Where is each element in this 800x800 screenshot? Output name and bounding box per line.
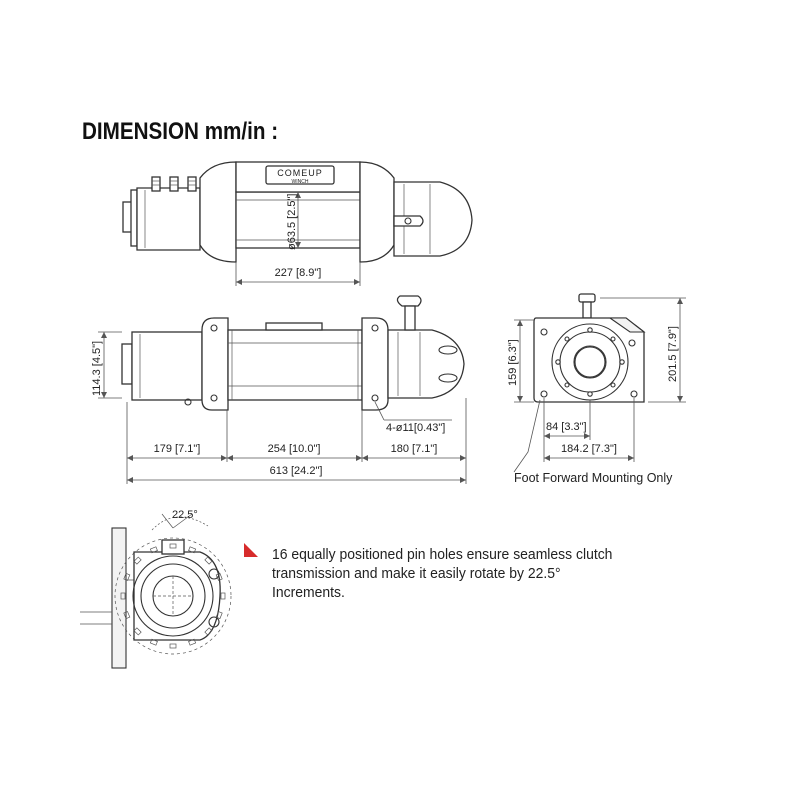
terminal-posts (151, 176, 197, 192)
pin-hole-marker (220, 592, 226, 600)
description-line-3: Increments. (272, 584, 345, 601)
bullet-marker-icon (244, 543, 258, 557)
pin-hole-marker (188, 638, 197, 646)
dim-drum-length: 227 [8.9"] (275, 267, 322, 279)
pin-hole-marker (204, 627, 213, 636)
pin-hole-marker (215, 611, 223, 620)
dim-overall-length: 613 [24.2"] (270, 465, 323, 477)
pin-hole-marker (169, 643, 177, 649)
pin-hole-marker (169, 543, 177, 549)
dim-mount-holes: 4-ø11[0.43"] (386, 422, 445, 434)
dim-bolt-spacing-short: 84 [3.3"] (546, 421, 587, 433)
description-line-2: transmission and make it easily rotate b… (272, 565, 561, 582)
pin-hole-marker (149, 546, 158, 554)
clutch-detail-view: 22.5° (80, 509, 232, 669)
dim-drum-diameter: ø63.5 [2.5"] (286, 194, 298, 251)
dim-side-height-inner: 159 [6.3"] (507, 339, 519, 386)
dim-height-left: 114.3 [4.5"] (91, 341, 103, 396)
dim-motor-length: 179 [7.1"] (154, 443, 201, 455)
pin-hole-marker (188, 546, 197, 554)
pin-hole-marker (204, 556, 213, 565)
pin-hole-marker (149, 638, 158, 646)
dim-rotation-angle: 22.5° (172, 509, 198, 521)
front-view: 114.3 [4.5"] 179 [7.1"] 254 [10.0"] 180 … (91, 295, 467, 484)
brand-subname: WINCH (292, 179, 309, 185)
pin-hole-marker (120, 592, 126, 600)
dim-bolt-spacing-long: 184.2 [7.3"] (561, 443, 617, 455)
pin-hole-marker (123, 572, 131, 581)
description-line-1: 16 equally positioned pin holes ensure s… (272, 546, 613, 563)
pin-hole-marker (215, 572, 223, 581)
dim-drum-section: 254 [10.0"] (268, 443, 321, 455)
mount-note: Foot Forward Mounting Only (514, 471, 673, 485)
pin-hole-marker (133, 627, 142, 636)
clutch-description: 16 equally positioned pin holes ensure s… (272, 545, 612, 602)
side-view: 159 [6.3"] 201.5 [7.9"] 84 [3.3"] 184.2 … (507, 293, 686, 485)
dim-side-height-outer: 201.5 [7.9"] (667, 326, 679, 382)
brand-name: COMEUP (277, 168, 323, 178)
pin-holes (120, 543, 226, 649)
top-view: COMEUP WINCH ø63.5 [2.5"] 227 [8.9"] (122, 161, 473, 286)
pin-hole-marker (123, 611, 131, 620)
dim-gear-section: 180 [7.1"] (391, 443, 438, 455)
page-title: DIMENSION mm/in : (82, 118, 279, 145)
pin-hole-marker (133, 556, 142, 565)
